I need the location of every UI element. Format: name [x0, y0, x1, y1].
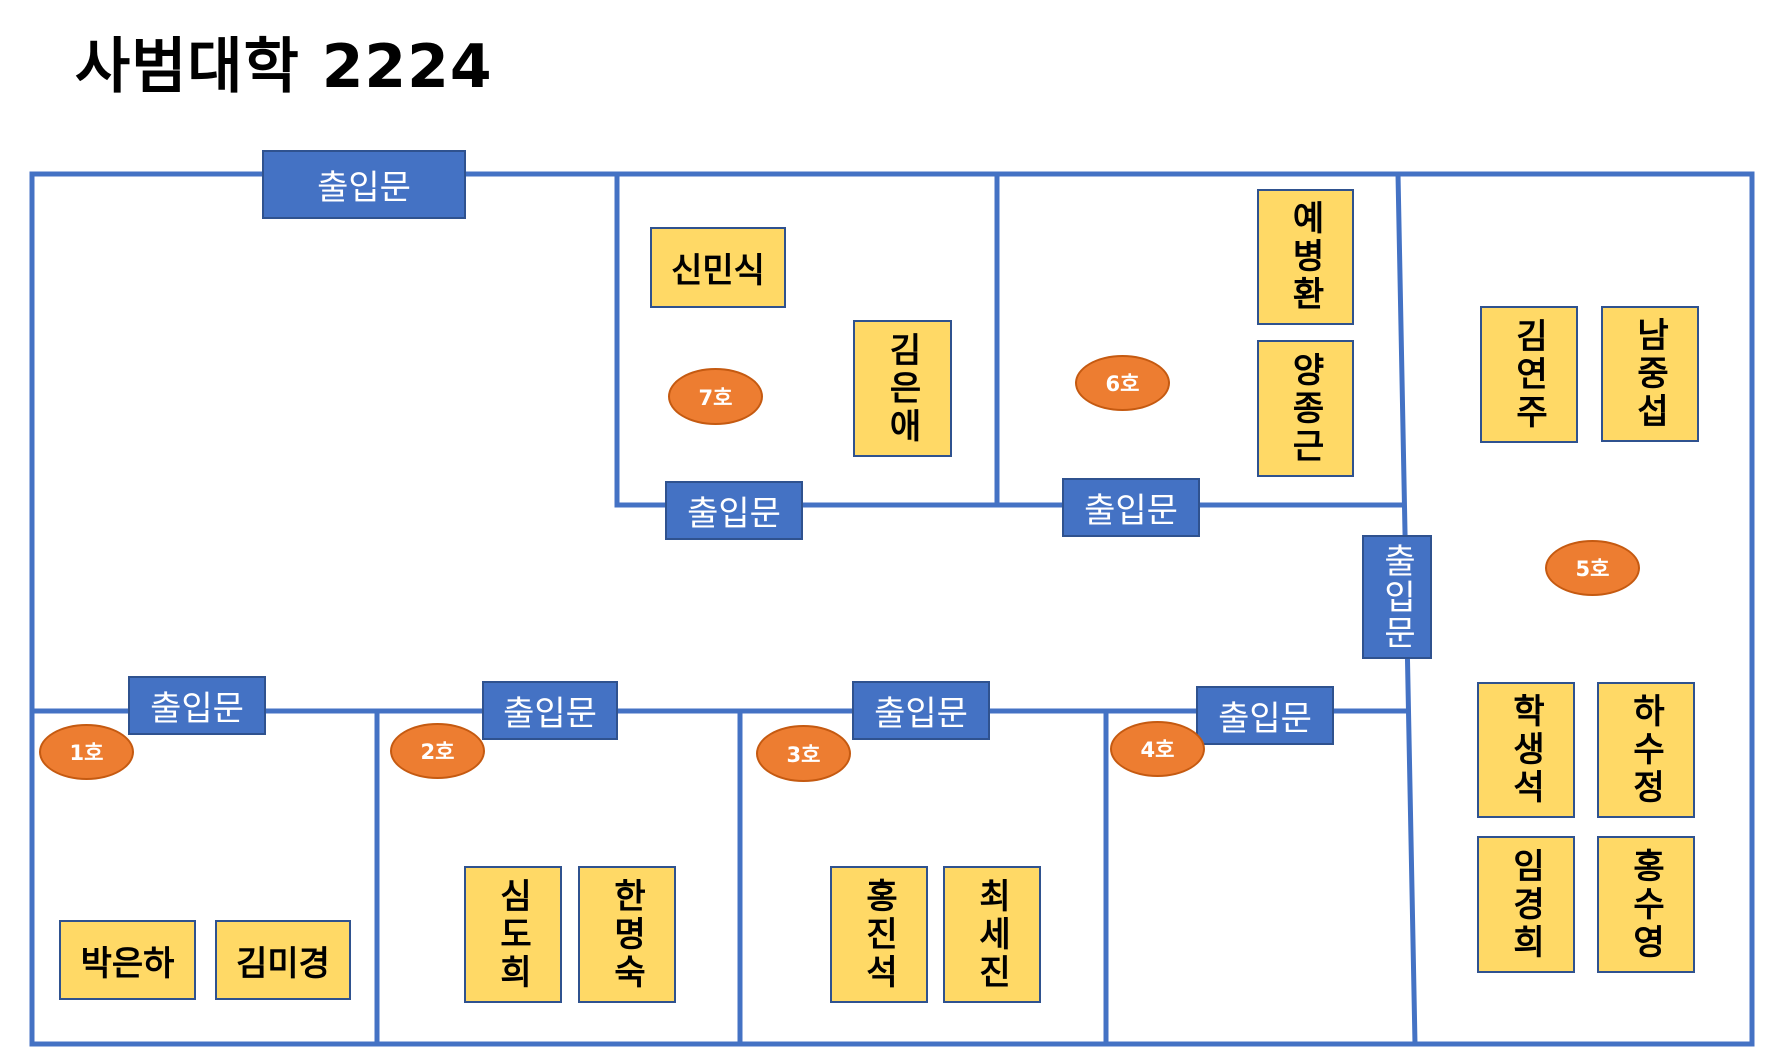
room7-door: 출입문 [665, 481, 803, 540]
name-card: 임경희 [1477, 836, 1575, 973]
room-badge-7: 7호 [668, 368, 763, 425]
room6-door: 출입문 [1062, 478, 1200, 537]
name-card: 하수정 [1597, 682, 1695, 818]
name-card: 박은하 [59, 920, 196, 1000]
name-card: 양종근 [1257, 340, 1354, 477]
room-badge-5: 5호 [1545, 540, 1640, 596]
room1-door: 출입문 [128, 676, 266, 735]
room-badge-2: 2호 [390, 723, 485, 779]
name-card: 김미경 [215, 920, 351, 1000]
outer-wall [29, 171, 1755, 1047]
room2-door: 출입문 [482, 681, 618, 740]
name-card: 최세진 [943, 866, 1041, 1003]
room-badge-3: 3호 [756, 725, 851, 782]
main-entrance-door: 출입문 [262, 150, 466, 219]
room-badge-1: 1호 [39, 724, 134, 780]
name-card: 예병환 [1257, 189, 1354, 325]
name-card: 남중섭 [1601, 306, 1699, 442]
name-card: 홍진석 [830, 866, 928, 1003]
name-card: 홍수영 [1597, 836, 1695, 973]
name-card: 학생석 [1477, 682, 1575, 818]
name-card: 심도희 [464, 866, 562, 1003]
room3-door: 출입문 [852, 681, 990, 740]
room5-door: 출입문 [1362, 535, 1432, 659]
name-card: 신민식 [650, 227, 786, 308]
name-card: 김은애 [853, 320, 952, 457]
room-badge-6: 6호 [1075, 355, 1170, 411]
page-title: 사범대학 2224 [75, 32, 493, 102]
room4-door: 출입문 [1196, 686, 1334, 745]
name-card: 한명숙 [578, 866, 676, 1003]
name-card: 김연주 [1480, 306, 1578, 443]
room-badge-4: 4호 [1110, 721, 1205, 777]
